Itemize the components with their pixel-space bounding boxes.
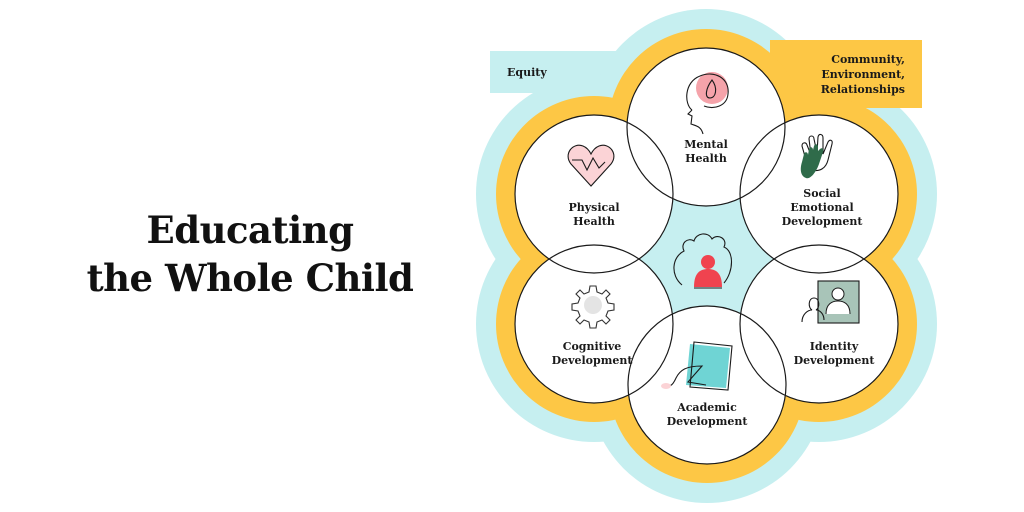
academic-label-2: Development [667,415,749,428]
social-emotional-circle [739,114,899,274]
identity-circle [739,244,899,404]
physical-health-circle [514,114,674,274]
title-line-1: Educating [146,208,354,252]
identity-label-2: Development [794,354,876,367]
community-label-1: Community, [831,53,905,66]
physical-health-label-1: Physical [568,201,619,214]
academic-circle [627,305,787,465]
portrait-mirror-icon [801,280,860,324]
paper-pen-icon [661,341,733,391]
academic-label-1: Academic [676,401,737,414]
child-with-group-icon [673,233,733,289]
equity-label: Equity [507,66,547,79]
mental-health-circle [626,47,786,207]
circle-outlines [514,47,899,465]
page-title: Educating the Whole Child [40,206,460,302]
physical-health-label-2: Health [573,215,615,228]
cognitive-label-1: Cognitive [563,340,622,353]
mental-health-label-2: Health [685,152,727,165]
title-line-2: the Whole Child [86,256,414,300]
social-emotional-label-2: Emotional [790,201,853,214]
head-mind-icon [686,72,729,135]
social-emotional-label-3: Development [782,215,864,228]
cognitive-label-2: Development [552,354,634,367]
mental-health-label-1: Mental [684,138,728,151]
gear-icon [571,285,615,329]
identity-label-1: Identity [810,340,859,353]
cognitive-circle [514,244,674,404]
community-label-2: Environment, [821,68,905,81]
hands-icon [800,133,833,179]
community-label-3: Relationships [821,83,905,96]
heart-heartbeat-icon [567,144,615,187]
social-emotional-label-1: Social [803,187,840,200]
